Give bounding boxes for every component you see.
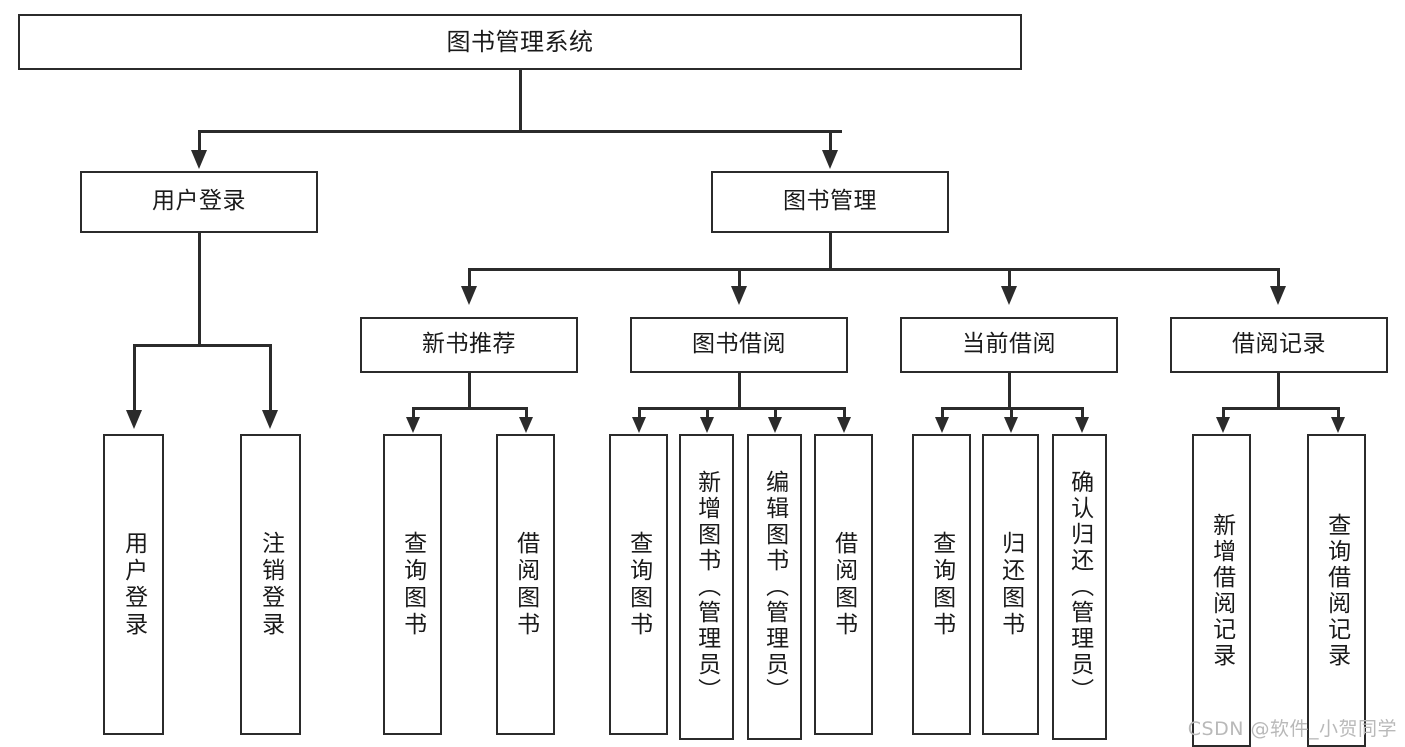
- node-label: 新增图书（管理员）: [693, 470, 720, 704]
- connector-root-to-book-mgmt: [829, 130, 832, 152]
- node-label: 新增借阅记录: [1208, 512, 1235, 669]
- arrowhead-new-book-to-query: [406, 417, 420, 433]
- connector-book-mgmt-to-new-book: [468, 268, 471, 288]
- node-label: 查询图书: [928, 530, 955, 639]
- connector-current-borrow-to-query: [941, 407, 944, 419]
- arrowhead-current-borrow-to-confirm: [1075, 417, 1089, 433]
- connector-book-mgmt-to-book-borrow: [738, 268, 741, 288]
- connector-book-borrow-to-query: [638, 407, 641, 419]
- connector-root-stem: [519, 70, 522, 132]
- connector-book-mgmt-to-borrow-record: [1277, 268, 1280, 288]
- connector-current-borrow-to-confirm: [1081, 407, 1084, 419]
- leaf-current-borrow-return-books[interactable]: 归还图书: [982, 434, 1039, 735]
- node-label: 用户登录: [120, 530, 147, 639]
- leaf-new-book-query-books[interactable]: 查询图书: [383, 434, 442, 735]
- node-label: 查询借阅记录: [1323, 512, 1350, 669]
- connector-borrow-record-bus: [1222, 407, 1339, 410]
- connector-book-borrow-to-borrow: [843, 407, 846, 419]
- node-label: 用户登录: [152, 188, 246, 215]
- node-label: 图书管理系统: [446, 27, 594, 56]
- connector-borrow-record-stem: [1277, 373, 1280, 409]
- leaf-user-login[interactable]: 用户登录: [103, 434, 164, 735]
- node-label: 注销登录: [257, 530, 284, 639]
- arrowhead-borrow-record-to-query: [1331, 417, 1345, 433]
- node-label: 借阅图书: [830, 530, 857, 639]
- leaf-book-borrow-edit-book-admin[interactable]: 编辑图书（管理员）: [747, 434, 802, 740]
- connector-book-borrow-to-add: [706, 407, 709, 419]
- leaf-current-borrow-query-books[interactable]: 查询图书: [912, 434, 971, 735]
- arrowhead-book-borrow-to-borrow: [837, 417, 851, 433]
- connector-new-book-to-borrow: [525, 407, 528, 419]
- connector-book-borrow-to-edit: [774, 407, 777, 419]
- arrowhead-borrow-record-to-add: [1216, 417, 1230, 433]
- arrowhead-new-book-to-borrow: [519, 417, 533, 433]
- node-label: 确认归还（管理员）: [1066, 470, 1093, 704]
- connector-book-borrow-stem: [738, 373, 741, 409]
- node-label: 新书推荐: [422, 331, 516, 358]
- arrowhead-user-login-to-logout: [262, 410, 278, 429]
- csdn-watermark: CSDN @软件_小贺同学: [1187, 718, 1397, 740]
- node-root-system[interactable]: 图书管理系统: [18, 14, 1022, 70]
- arrowhead-book-mgmt-to-new-book: [461, 286, 477, 305]
- arrowhead-user-login-to-login: [126, 410, 142, 429]
- connector-book-mgmt-bus: [468, 268, 1279, 271]
- node-label: 编辑图书（管理员）: [761, 470, 788, 704]
- connector-new-book-to-query: [412, 407, 415, 419]
- connector-book-mgmt-to-current-borrow: [1008, 268, 1011, 288]
- node-label: 借阅图书: [512, 530, 539, 639]
- node-label: 查询图书: [625, 530, 652, 639]
- arrowhead-book-borrow-to-query: [632, 417, 646, 433]
- leaf-logout[interactable]: 注销登录: [240, 434, 301, 735]
- connector-user-login-to-login: [133, 344, 136, 412]
- node-book-management[interactable]: 图书管理: [711, 171, 949, 233]
- connector-user-login-to-logout: [269, 344, 272, 412]
- node-user-login[interactable]: 用户登录: [80, 171, 318, 233]
- node-label: 归还图书: [997, 530, 1024, 639]
- node-new-book-recommend[interactable]: 新书推荐: [360, 317, 578, 373]
- leaf-borrow-record-query-record[interactable]: 查询借阅记录: [1307, 434, 1366, 747]
- arrowhead-book-mgmt-to-current-borrow: [1001, 286, 1017, 305]
- connector-user-login-stem: [198, 233, 201, 346]
- arrowhead-root-to-user-login: [191, 150, 207, 169]
- node-current-borrow[interactable]: 当前借阅: [900, 317, 1118, 373]
- node-label: 图书管理: [783, 188, 877, 215]
- leaf-book-borrow-add-book-admin[interactable]: 新增图书（管理员）: [679, 434, 734, 740]
- connector-current-borrow-to-return: [1010, 407, 1013, 419]
- leaf-current-borrow-confirm-return-admin[interactable]: 确认归还（管理员）: [1052, 434, 1107, 740]
- connector-book-borrow-bus: [638, 407, 845, 410]
- connector-root-bus: [198, 130, 842, 133]
- connector-borrow-record-to-query: [1337, 407, 1340, 419]
- arrowhead-root-to-book-mgmt: [822, 150, 838, 169]
- connector-new-book-bus: [412, 407, 528, 410]
- arrowhead-current-borrow-to-return: [1004, 417, 1018, 433]
- arrowhead-book-mgmt-to-book-borrow: [731, 286, 747, 305]
- node-book-borrow[interactable]: 图书借阅: [630, 317, 848, 373]
- leaf-book-borrow-borrow-books[interactable]: 借阅图书: [814, 434, 873, 735]
- node-label: 当前借阅: [962, 331, 1056, 358]
- arrowhead-book-borrow-to-add: [700, 417, 714, 433]
- connector-borrow-record-to-add: [1222, 407, 1225, 419]
- connector-root-to-user-login: [198, 130, 201, 152]
- connector-current-borrow-stem: [1008, 373, 1011, 409]
- connector-new-book-stem: [468, 373, 471, 409]
- node-label: 借阅记录: [1232, 331, 1326, 358]
- node-label: 图书借阅: [692, 331, 786, 358]
- leaf-book-borrow-query-books[interactable]: 查询图书: [609, 434, 668, 735]
- leaf-new-book-borrow-books[interactable]: 借阅图书: [496, 434, 555, 735]
- leaf-borrow-record-add-record[interactable]: 新增借阅记录: [1192, 434, 1251, 747]
- arrowhead-current-borrow-to-query: [935, 417, 949, 433]
- node-label: 查询图书: [399, 530, 426, 639]
- connector-user-login-bus: [133, 344, 271, 347]
- node-borrow-record[interactable]: 借阅记录: [1170, 317, 1388, 373]
- arrowhead-book-mgmt-to-borrow-record: [1270, 286, 1286, 305]
- arrowhead-book-borrow-to-edit: [768, 417, 782, 433]
- connector-book-mgmt-stem: [829, 233, 832, 270]
